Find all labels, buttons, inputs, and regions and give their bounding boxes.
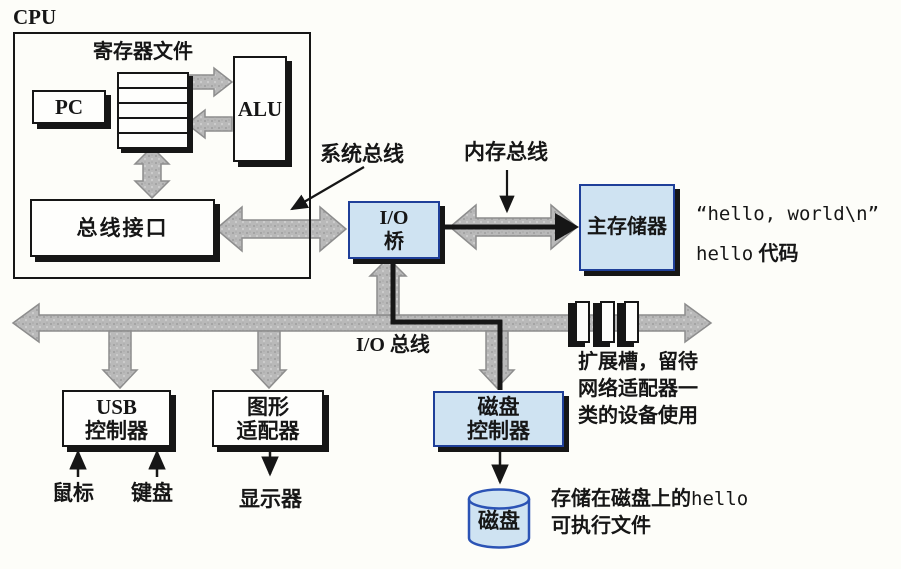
bus-to-diskctrl-arrow [478, 330, 516, 390]
regfile-busif-arrow [133, 145, 171, 200]
pc-box: PC [32, 90, 106, 124]
bus-interface-label: 总线接口 [76, 215, 169, 240]
io-bridge-label-line2: 桥 [384, 231, 404, 253]
disk-note-code: hello [691, 488, 749, 510]
usb-controller-box: USB 控制器 [62, 390, 171, 447]
expansion-slot [575, 301, 590, 343]
disk-note: 存储在磁盘上的hello 可执行文件 [551, 486, 748, 540]
dma-path-line [390, 257, 503, 390]
alu-to-regfile-arrow [185, 108, 233, 140]
main-memory-box: 主存储器 [579, 184, 675, 271]
usb-controller-line1: USB [96, 394, 137, 419]
memory-code-name: hello [696, 243, 754, 265]
bus-to-graphics-arrow [250, 330, 288, 390]
disk-controller-line1: 磁盘 [477, 395, 520, 419]
io-bridge-box: I/O 桥 [348, 201, 440, 259]
main-memory-label: 主存储器 [587, 216, 667, 238]
bus-to-usb-arrow [101, 330, 139, 390]
expansion-note: 扩展槽，留待 网络适配器一 类的设备使用 [578, 349, 698, 430]
cpu-box [13, 32, 311, 279]
memory-code-annotation: hello 代码 [696, 240, 798, 267]
memory-code-suffix: 代码 [758, 243, 799, 265]
expansion-note-line3: 类的设备使用 [578, 405, 698, 427]
regfile-to-alu-arrow [186, 66, 234, 98]
alu-box: ALU [233, 56, 287, 162]
io-bridge-label-line1: I/O [379, 207, 409, 229]
busif-bridge-arrow [214, 205, 348, 253]
register-file-label: 寄存器文件 [93, 41, 193, 63]
mouse-label: 鼠标 [52, 481, 94, 505]
system-bus-label: 系统总线 [320, 142, 404, 166]
register-row [119, 104, 187, 119]
graphics-adapter-box: 图形 适配器 [212, 390, 324, 447]
register-row [119, 134, 187, 147]
io-bus-label: I/O 总线 [356, 334, 430, 356]
register-row [119, 74, 187, 89]
io-bus-arrow [11, 302, 713, 344]
disk-label: 磁盘 [478, 509, 520, 533]
system-bus-pointer-arrow [290, 166, 365, 211]
disk-note-line1: 存储在磁盘上的hello [551, 486, 748, 513]
disk-note-prefix: 存储在磁盘上的 [551, 488, 691, 510]
dma-to-memory-arrowhead [555, 213, 579, 241]
disk-controller-line2: 控制器 [467, 419, 530, 443]
graphics-adapter-line1: 图形 [247, 394, 289, 419]
bus-to-bridge-arrow [368, 256, 408, 316]
graphics-adapter-line2: 适配器 [236, 418, 300, 443]
bus-interface-box: 总线接口 [30, 199, 215, 257]
display-label: 显示器 [239, 487, 302, 511]
disk-cylinder-icon [467, 488, 531, 549]
memory-string-annotation: “hello, world\n” [696, 203, 880, 225]
expansion-slot [624, 301, 639, 343]
disk-note-line2: 可执行文件 [551, 515, 651, 537]
usb-controller-line2: 控制器 [85, 418, 148, 443]
cpu-label: CPU [13, 5, 57, 29]
expansion-note-line2: 网络适配器一 [578, 378, 698, 400]
register-row [119, 119, 187, 134]
pc-label: PC [55, 94, 83, 119]
expansion-slot [600, 301, 615, 343]
expansion-note-line1: 扩展槽，留待 [578, 351, 698, 373]
register-file-box [117, 72, 189, 149]
alu-label: ALU [237, 96, 283, 121]
memory-bus-label: 内存总线 [464, 140, 548, 164]
disk-controller-box: 磁盘 控制器 [433, 391, 564, 447]
keyboard-label: 键盘 [131, 481, 173, 505]
register-row [119, 89, 187, 104]
